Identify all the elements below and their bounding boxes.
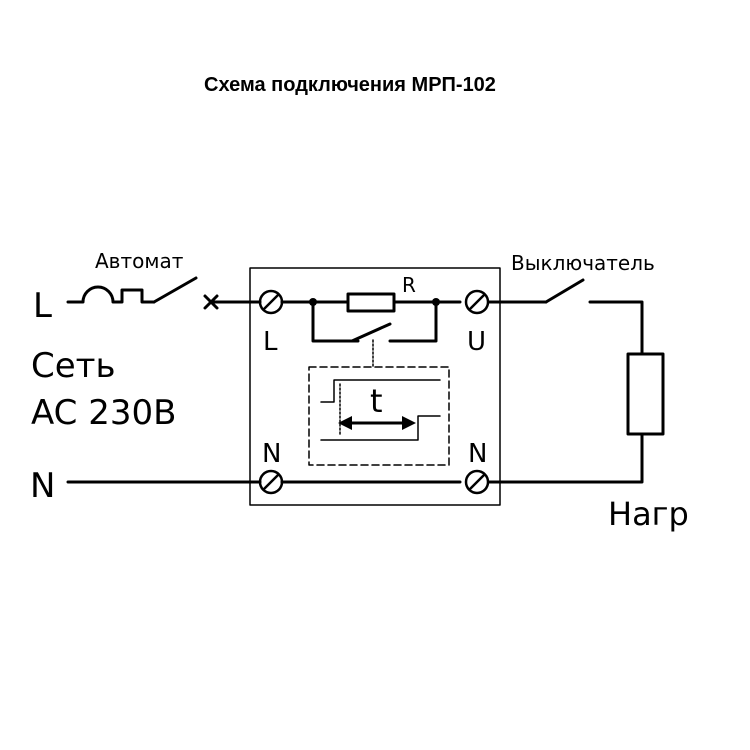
label-terminal-N-left: N	[262, 439, 281, 469]
diagram-title: Схема подключения МРП-102	[204, 74, 496, 96]
timing-arrow-right-head	[402, 416, 416, 430]
timing-arrow-left-head	[338, 416, 352, 430]
terminal-L	[258, 289, 284, 315]
label-breaker: Автомат	[95, 249, 184, 273]
relay-contact	[350, 322, 392, 343]
label-terminal-U: U	[467, 327, 486, 357]
label-network-line2: AC 230B	[31, 393, 176, 433]
timer-block	[308, 366, 450, 466]
line-wire-in	[66, 285, 156, 304]
label-line-in: L	[33, 286, 52, 326]
terminal-N-left	[258, 469, 284, 495]
label-terminal-L: L	[263, 327, 278, 357]
junction-dot-left	[309, 298, 317, 306]
load-element	[626, 352, 665, 436]
switch-contact	[544, 278, 585, 304]
label-timing: t	[370, 382, 383, 420]
junction-dot-right	[432, 298, 440, 306]
label-load: Нагр	[608, 495, 689, 533]
terminal-U	[464, 289, 490, 315]
breaker-contact	[152, 276, 198, 304]
label-switch: Выключатель	[511, 251, 655, 275]
resistor	[346, 292, 396, 313]
terminal-N-right	[464, 469, 490, 495]
label-network-line1: Сеть	[31, 346, 116, 386]
label-neutral-in: N	[30, 466, 55, 506]
label-terminal-N-right: N	[468, 439, 487, 469]
relay-housing	[249, 267, 501, 506]
label-resistor: R	[402, 273, 416, 297]
